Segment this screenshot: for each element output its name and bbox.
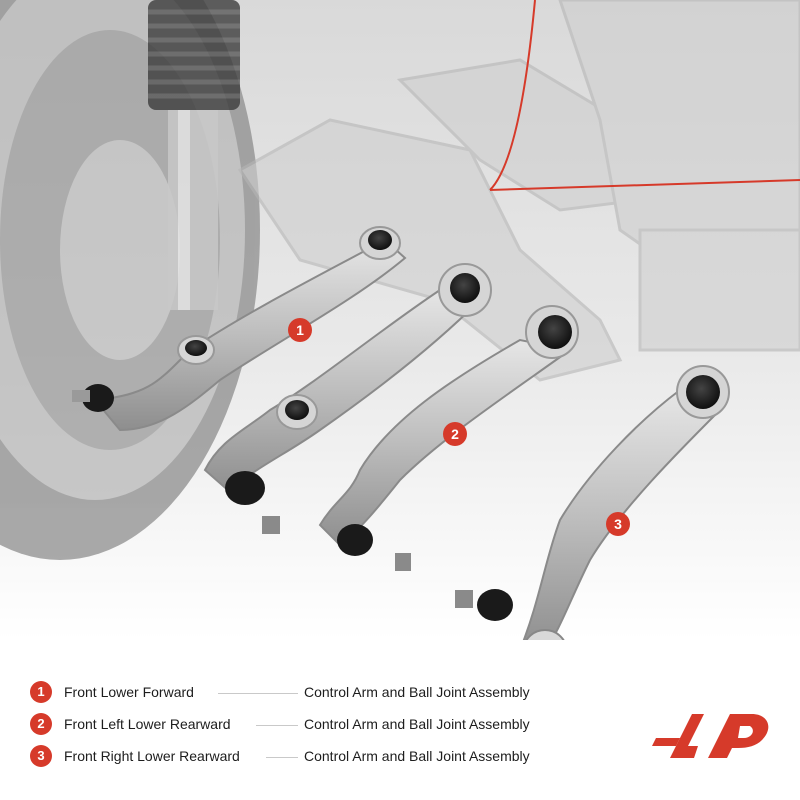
subframe (237, 0, 800, 382)
legend-part-desc: Control Arm and Ball Joint Assembly (304, 684, 530, 700)
legend-number: 3 (30, 745, 52, 767)
legend-row: 1 Front Lower Forward Control Arm and Ba… (30, 680, 630, 706)
legend-number: 2 (30, 713, 52, 735)
accent-line-2 (489, 179, 800, 191)
legend-part-name: Front Right Lower Rearward (64, 748, 240, 764)
legend-row: 3 Front Right Lower Rearward Control Arm… (30, 744, 630, 770)
brand-logo-icon (652, 714, 769, 758)
callout-1: 1 (288, 318, 312, 342)
legend-row: 2 Front Left Lower Rearward Control Arm … (30, 712, 630, 738)
control-arm-2a (203, 263, 492, 534)
callout-2: 2 (443, 422, 467, 446)
legend-divider (218, 693, 298, 694)
shock-absorber (148, 0, 240, 310)
accent-line (489, 0, 536, 191)
product-photo (0, 0, 800, 640)
legend-divider (256, 725, 298, 726)
control-arm-2b (318, 305, 579, 571)
legend-part-name: Front Lower Forward (64, 684, 194, 700)
callout-3: 3 (606, 512, 630, 536)
control-arm-1 (72, 226, 407, 432)
legend-part-desc: Control Arm and Ball Joint Assembly (304, 716, 530, 732)
legend-number: 1 (30, 681, 52, 703)
legend-divider (266, 757, 298, 758)
legend-part-name: Front Left Lower Rearward (64, 716, 231, 732)
legend-part-desc: Control Arm and Ball Joint Assembly (304, 748, 530, 764)
